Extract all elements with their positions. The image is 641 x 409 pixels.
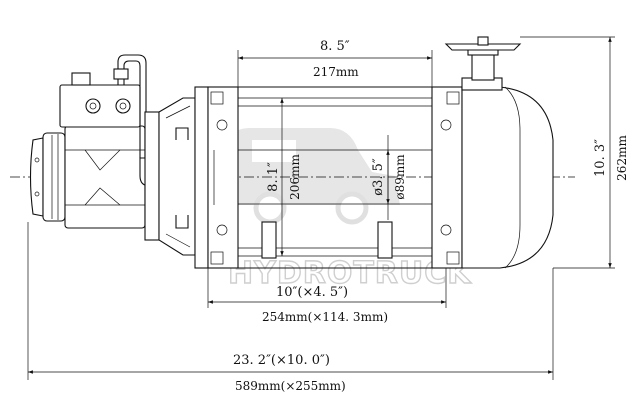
dim-overall-length-in: 23. 2″(×10. 0″)	[233, 353, 330, 368]
watermark-logo: HYDROTRUCK	[227, 128, 472, 292]
drum-assembly	[194, 86, 463, 269]
watermark-text: HYDROTRUCK	[228, 256, 472, 291]
dim-drum-flange-in: 8. 1″	[266, 162, 281, 192]
coupling-plate	[144, 97, 196, 256]
dim-overall-height-in: 10. 3″	[593, 139, 608, 177]
dim-drum-flange-mm: 206mm	[288, 154, 302, 200]
dim-drum-length: 8. 5″ 217mm	[237, 39, 433, 87]
dim-bolt-pattern-mm: 254mm(×114. 3mm)	[262, 310, 388, 324]
dim-bolt-pattern: 10″(×4. 5″) 254mm(×114. 3mm)	[207, 268, 447, 324]
hydraulic-motor	[29, 125, 146, 229]
dim-drum-length-mm: 217mm	[313, 65, 359, 79]
dim-overall-length: 23. 2″(×10. 0″) 589mm(×255mm)	[27, 222, 554, 393]
dim-drum-core: ø3. 5″ ø89mm	[371, 135, 407, 220]
dim-overall-length-mm: 589mm(×255mm)	[235, 379, 346, 393]
dim-overall-height: 10. 3″ 262mm	[520, 36, 629, 269]
dim-drum-core-in: ø3. 5″	[371, 158, 386, 196]
gearbox-housing	[444, 36, 554, 269]
dim-drum-length-in: 8. 5″	[320, 39, 350, 54]
dim-overall-height-mm: 262mm	[615, 135, 629, 181]
dim-drum-flange: 8. 1″ 206mm	[266, 98, 302, 256]
dim-drum-core-mm: ø89mm	[393, 154, 407, 200]
dim-bolt-pattern-in: 10″(×4. 5″)	[276, 285, 348, 300]
